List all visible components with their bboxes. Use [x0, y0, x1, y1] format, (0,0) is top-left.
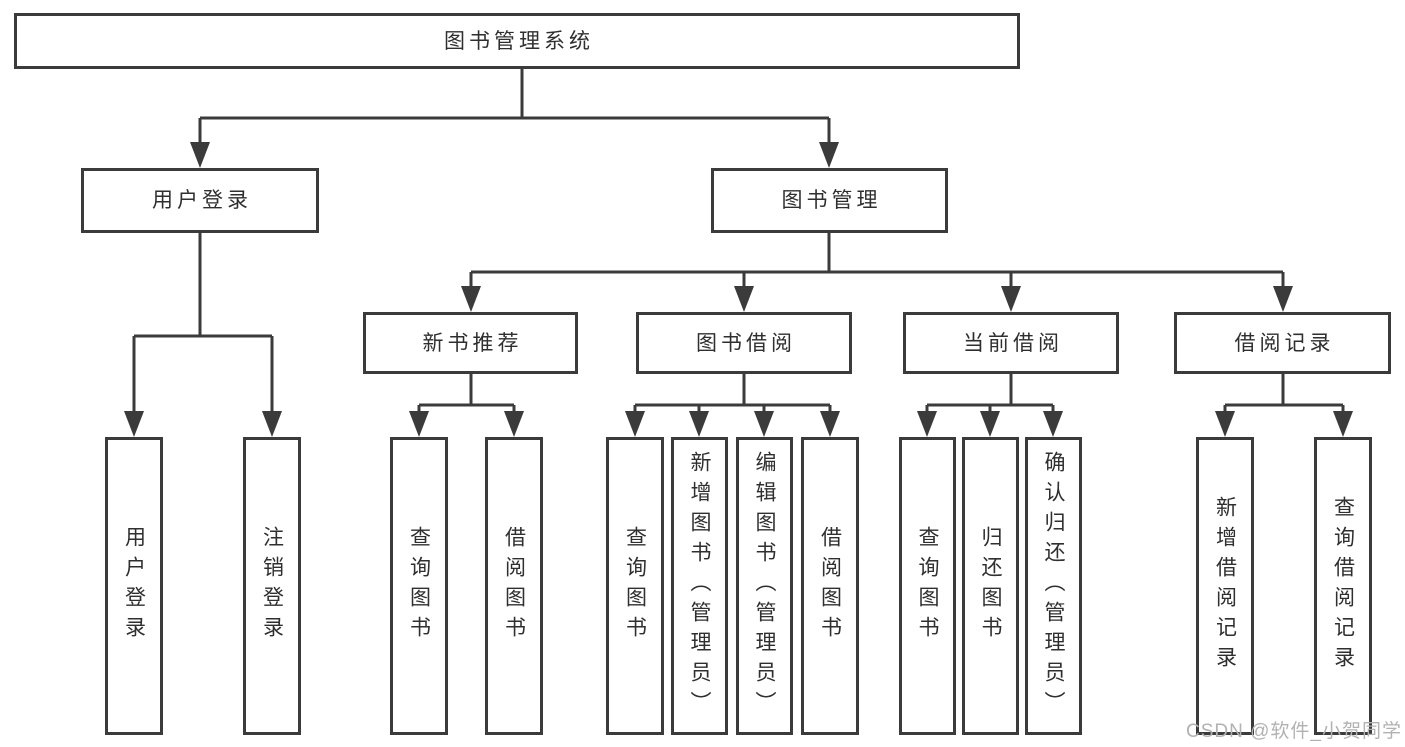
leaf-confirm-return-admin: 确认归还（管理员） [1025, 437, 1082, 735]
arrow-icon [190, 142, 210, 168]
leaf-borrow-books-recommend-label: 借阅图书 [502, 526, 526, 646]
node-current-borrowing: 当前借阅 [903, 312, 1119, 374]
node-book-borrowing: 图书借阅 [636, 312, 852, 374]
arrow-icon [819, 142, 839, 168]
arrow-icon [980, 411, 1000, 437]
watermark-text: CSDN @软件_小贺同学 [1186, 721, 1402, 742]
arrow-icon [820, 411, 840, 437]
node-borrowing-records: 借阅记录 [1174, 312, 1391, 374]
arrow-icon [504, 411, 524, 437]
node-current-borrowing-label: 当前借阅 [963, 331, 1063, 355]
arrow-icon [1215, 411, 1235, 437]
connector-book-borrowing [633, 374, 832, 415]
connector-user-login [132, 233, 274, 415]
connector-new-book-recommend [417, 374, 516, 415]
node-book-borrowing-label: 图书借阅 [696, 331, 796, 355]
arrow-icon [1043, 411, 1063, 437]
node-user-login: 用户登录 [81, 168, 319, 233]
leaf-add-book-admin: 新增图书（管理员） [671, 437, 728, 735]
arrow-icon [1001, 286, 1021, 312]
leaf-query-borrow-record-label: 查询借阅记录 [1331, 496, 1355, 676]
leaf-user-login-label: 用户登录 [122, 526, 146, 646]
arrow-icon [734, 286, 754, 312]
leaf-query-books-current-label: 查询图书 [916, 526, 939, 646]
leaf-confirm-return-admin-label: 确认归还（管理员） [1042, 451, 1065, 721]
leaf-add-book-admin-label: 新增图书（管理员） [688, 451, 711, 721]
connector-current-borrowing [925, 374, 1055, 415]
leaf-return-book: 归还图书 [962, 437, 1019, 735]
arrow-icon [754, 411, 774, 437]
leaf-logout: 注销登录 [243, 437, 301, 735]
leaf-return-book-label: 归还图书 [979, 526, 1002, 646]
leaf-query-books-recommend-label: 查询图书 [407, 526, 431, 646]
node-book-management-label: 图书管理 [781, 189, 882, 212]
leaf-query-books-current: 查询图书 [899, 437, 956, 735]
node-new-book-recommend-label: 新书推荐 [422, 331, 523, 355]
leaf-logout-label: 注销登录 [260, 526, 284, 646]
arrow-icon [124, 411, 144, 437]
node-borrowing-records-label: 借阅记录 [1234, 331, 1335, 355]
node-library-system: 图书管理系统 [14, 13, 1020, 69]
leaf-query-books-recommend: 查询图书 [390, 437, 448, 735]
node-book-management: 图书管理 [711, 168, 948, 233]
arrow-icon [1273, 286, 1293, 312]
leaf-query-books-borrowing: 查询图书 [606, 437, 664, 735]
leaf-borrow-books-recommend: 借阅图书 [485, 437, 543, 735]
arrow-icon [625, 411, 645, 437]
arrow-icon [409, 411, 429, 437]
connector-borrowing-records [1223, 374, 1345, 415]
leaf-add-borrow-record-label: 新增借阅记录 [1213, 496, 1237, 676]
leaf-query-borrow-record: 查询借阅记录 [1314, 437, 1372, 735]
leaf-add-borrow-record: 新增借阅记录 [1196, 437, 1254, 735]
node-library-system-label: 图书管理系统 [444, 29, 594, 53]
leaf-edit-book-admin: 编辑图书（管理员） [736, 437, 793, 735]
arrowheads [124, 142, 1353, 437]
node-user-login-label: 用户登录 [152, 189, 252, 212]
leaf-borrow-books: 借阅图书 [801, 437, 859, 735]
connector-book-management [469, 233, 1285, 290]
leaf-borrow-books-label: 借阅图书 [818, 526, 842, 646]
leaf-query-books-borrowing-label: 查询图书 [623, 526, 647, 646]
leaf-edit-book-admin-label: 编辑图书（管理员） [753, 451, 776, 721]
node-new-book-recommend: 新书推荐 [363, 312, 578, 374]
connector-root [198, 69, 831, 145]
arrow-icon [1333, 411, 1353, 437]
arrow-icon [689, 411, 709, 437]
arrow-icon [262, 411, 282, 437]
arrow-icon [917, 411, 937, 437]
arrow-icon [461, 286, 481, 312]
leaf-user-login: 用户登录 [105, 437, 163, 735]
